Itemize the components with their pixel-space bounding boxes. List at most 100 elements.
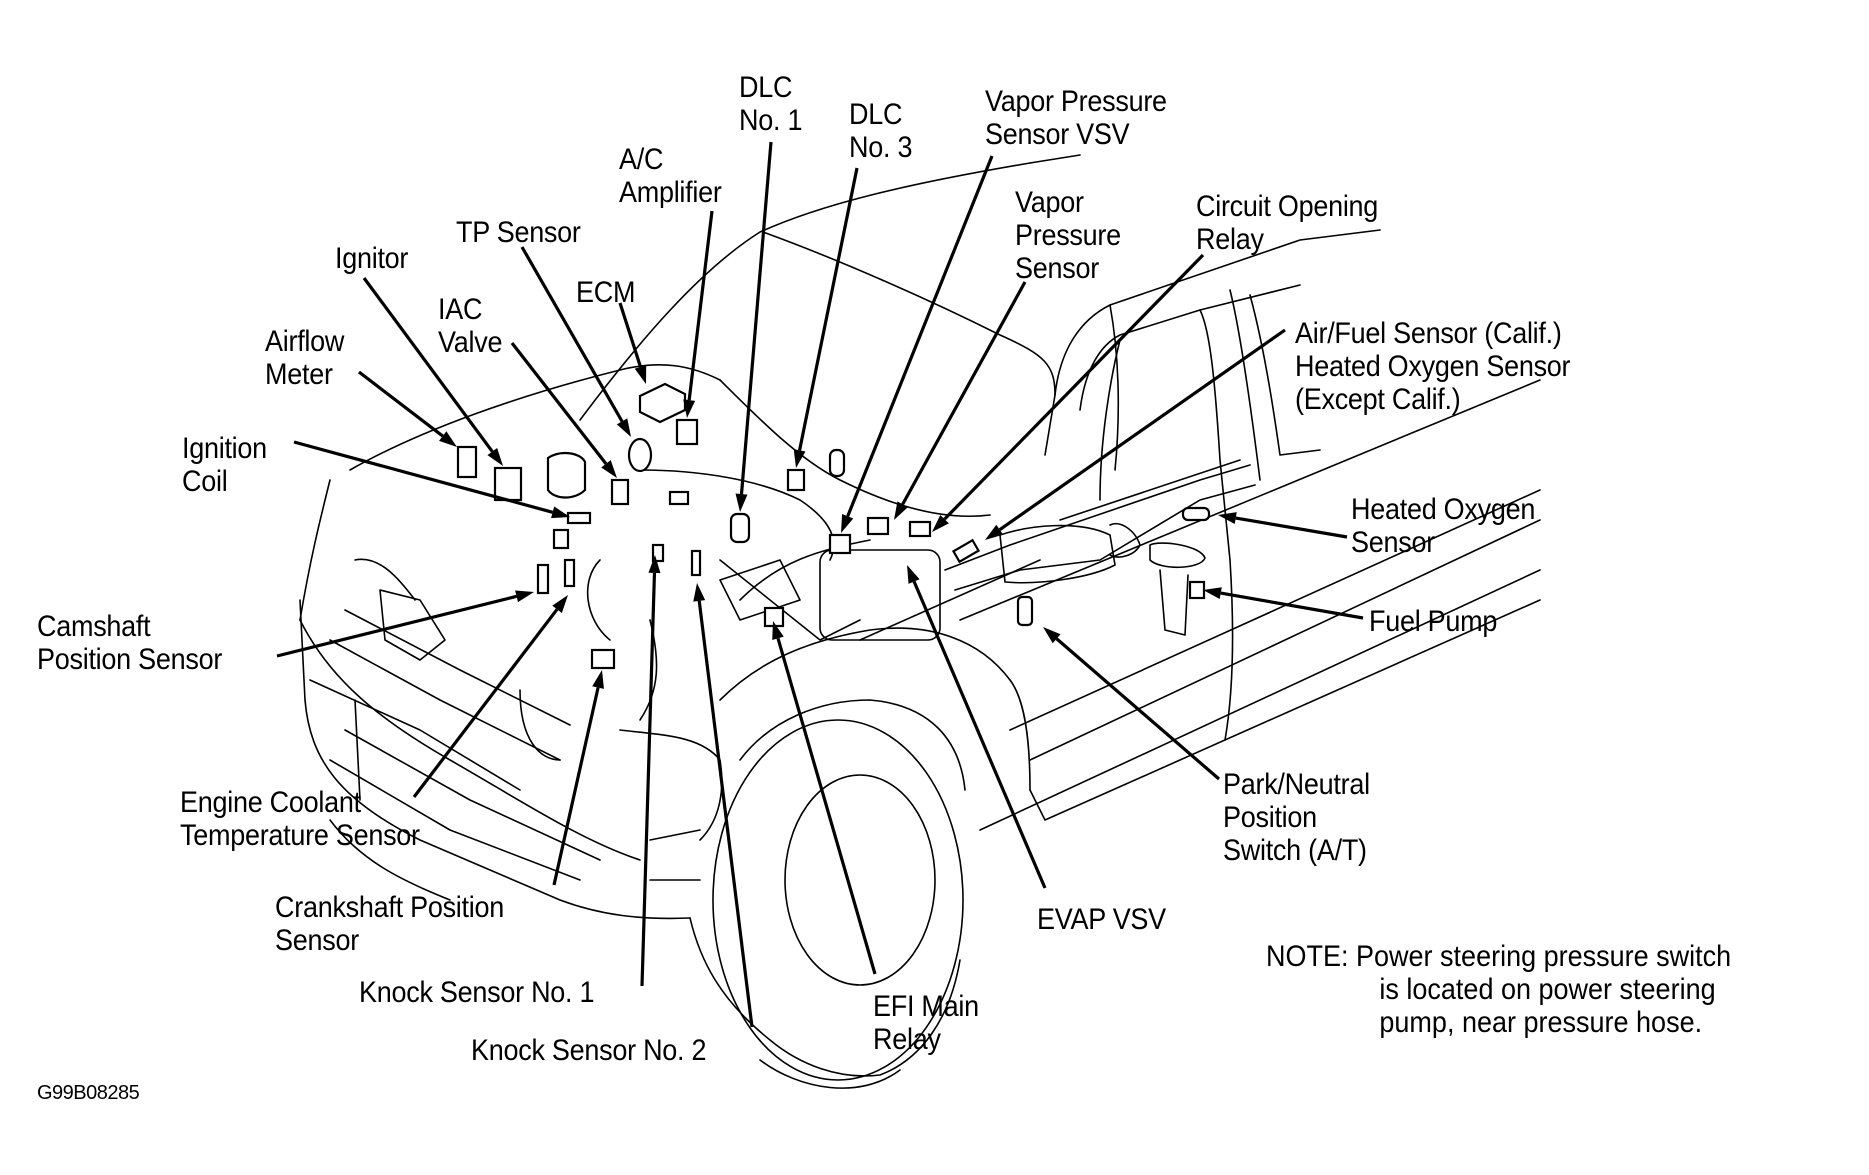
label-line: Relay bbox=[1196, 223, 1264, 256]
note-line: Power steering pressure switch bbox=[1356, 940, 1732, 973]
label-line: No. 3 bbox=[849, 131, 913, 164]
arrowhead-dlc3 bbox=[793, 449, 806, 468]
arrowhead-air_fuel bbox=[985, 524, 1004, 540]
leader-arrows bbox=[276, 141, 1364, 1028]
label-line: Heated Oxygen Sensor bbox=[1295, 350, 1571, 383]
note-line: is located on power steering bbox=[1379, 973, 1716, 1006]
label-line: Position bbox=[1223, 801, 1317, 834]
leader-line-efi_relay bbox=[776, 637, 877, 975]
leader-line-camshaft bbox=[276, 594, 517, 658]
arrowhead-tp_sensor bbox=[616, 418, 631, 437]
leader-line-circuit_relay bbox=[943, 253, 1205, 521]
label-line: Airflow bbox=[265, 325, 345, 358]
leader-line-fuel_pump bbox=[1220, 591, 1364, 620]
label-line: EVAP VSV bbox=[1037, 903, 1166, 936]
arrowhead-airflow_meter bbox=[439, 431, 457, 447]
note-prefix: NOTE: bbox=[1266, 940, 1349, 973]
label-line: No. 1 bbox=[739, 104, 803, 137]
label-line: Air/Fuel Sensor (Calif.) bbox=[1295, 317, 1562, 350]
label-line: DLC bbox=[849, 98, 903, 131]
label-line: IAC bbox=[438, 293, 483, 326]
vp-vsv-body bbox=[828, 533, 852, 555]
leader-line-ecm bbox=[618, 302, 643, 368]
ignitor-box bbox=[493, 466, 523, 502]
note-line: pump, near pressure hose. bbox=[1379, 1006, 1703, 1039]
label-line: EFI Main bbox=[873, 990, 979, 1023]
vp-sensor-body bbox=[866, 516, 890, 536]
label-line: A/C bbox=[619, 143, 664, 176]
leader-line-park_neutral bbox=[1055, 637, 1221, 781]
label-line: Amplifier bbox=[619, 176, 722, 209]
circuit-opening-relay-body bbox=[908, 520, 932, 538]
label-line: ECM bbox=[576, 276, 636, 309]
label-line: Knock Sensor No. 1 bbox=[359, 976, 595, 1009]
label-line: Crankshaft Position bbox=[275, 891, 504, 924]
park-neutral-switch-body bbox=[1016, 595, 1034, 627]
air-fuel-sensor-body bbox=[951, 538, 981, 564]
label-line: Camshaft bbox=[37, 610, 151, 643]
coolant-sensor-body bbox=[563, 558, 576, 588]
coil-connector bbox=[552, 528, 570, 550]
label-line: Ignition bbox=[182, 432, 267, 465]
leader-line-ignition_coil bbox=[293, 440, 554, 514]
note-first-line: NOTE: Power steering pressure switch bbox=[1266, 940, 1731, 973]
leader-line-iac_valve bbox=[510, 342, 608, 465]
ecm-box bbox=[638, 382, 687, 424]
arrowhead-fuel_pump bbox=[1203, 587, 1222, 600]
label-line: Sensor VSV bbox=[985, 118, 1130, 151]
leader-line-ac_amp bbox=[687, 210, 714, 401]
label-line: Sensor bbox=[1351, 526, 1435, 559]
label-line: DLC bbox=[739, 71, 793, 104]
arrowhead-circuit_relay bbox=[932, 514, 949, 532]
label-ecm: ECM bbox=[576, 276, 635, 309]
arrowhead-vp_vsv bbox=[841, 514, 854, 533]
arrowhead-ignition_coil bbox=[551, 506, 570, 519]
label-fuel-pump: Fuel Pump bbox=[1369, 605, 1497, 638]
leader-line-knock2 bbox=[697, 600, 754, 1028]
label-evap-vsv: EVAP VSV bbox=[1037, 903, 1166, 936]
dlc3-connector bbox=[786, 468, 806, 492]
arrowhead-coolant bbox=[552, 595, 568, 613]
arrowhead-ac_amp bbox=[683, 399, 696, 418]
label-knock-sensor-1: Knock Sensor No. 1 bbox=[359, 976, 595, 1009]
arrowhead-efi_relay bbox=[772, 621, 784, 640]
leader-line-heated_o2 bbox=[1235, 516, 1348, 539]
ac-amplifier-box bbox=[675, 418, 699, 446]
leader-line-ignitor bbox=[362, 277, 494, 453]
crankshaft-sensor-body bbox=[590, 648, 616, 670]
arrowhead-vp_sensor bbox=[894, 501, 908, 520]
arrowhead-ignitor bbox=[487, 447, 503, 466]
label-line: (Except Calif.) bbox=[1295, 383, 1461, 416]
arrowhead-ecm bbox=[634, 365, 647, 384]
iac-valve-body bbox=[610, 478, 630, 506]
label-line: Heated Oxygen bbox=[1351, 493, 1536, 526]
label-line: Relay bbox=[873, 1023, 941, 1056]
components bbox=[456, 382, 1211, 670]
label-line: Fuel Pump bbox=[1369, 605, 1498, 638]
arrowhead-dlc1 bbox=[735, 493, 748, 512]
reservoir-cap bbox=[828, 448, 846, 478]
tp-sensor-body bbox=[627, 437, 653, 473]
leader-line-coolant bbox=[412, 608, 559, 798]
arrowhead-iac_valve bbox=[601, 460, 617, 478]
label-line: Switch (A/T) bbox=[1223, 834, 1367, 867]
label-line: Knock Sensor No. 2 bbox=[471, 1034, 707, 1067]
label-line: Coil bbox=[182, 465, 228, 498]
label-line: Position Sensor bbox=[37, 643, 223, 676]
arrowhead-heated_o2 bbox=[1218, 512, 1237, 524]
vehicle-body-outline bbox=[299, 154, 1541, 1089]
knock-sensor-2-body bbox=[690, 549, 702, 577]
label-ignitor: Ignitor bbox=[335, 242, 408, 275]
label-line: Valve bbox=[438, 326, 503, 359]
power-steering-note: NOTE: Power steering pressure switch is … bbox=[1266, 940, 1731, 1039]
label-air-fuel-sensor: Air/Fuel Sensor (Calif.)Heated Oxygen Se… bbox=[1295, 317, 1571, 416]
